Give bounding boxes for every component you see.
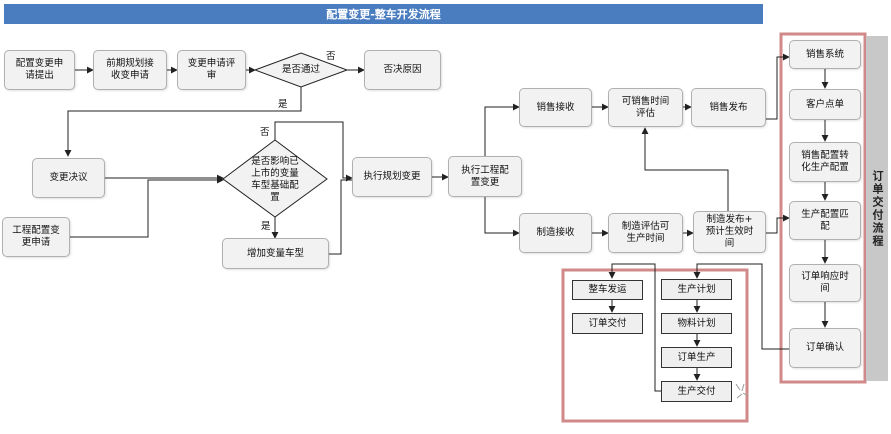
material-plan-node: 物料计划 (661, 313, 732, 334)
config-request-node: 配置变更申 请提出 (4, 50, 75, 90)
yes-label-1: 是 (278, 99, 288, 110)
vehicle-ship-node: 整车发运 (572, 280, 643, 300)
mfg-eval-node: 制造评估可 生产时间 (608, 213, 683, 253)
affect-check-diamond (222, 139, 328, 218)
order-production-node: 订单生产 (661, 347, 732, 368)
order-delivery-frame (779, 32, 867, 384)
no-label-1: 否 (326, 51, 336, 62)
eng-config-request-node: 工程配置变 更申请 (2, 217, 70, 257)
resize-handle-icon (735, 383, 749, 399)
sales-system-node: 销售系统 (789, 40, 861, 69)
sales-release-node: 销售发布 (691, 88, 766, 127)
add-variant-node: 增加变量车型 (222, 238, 329, 269)
no-label-2: 否 (260, 127, 270, 138)
change-review-node: 变更申请评 审 (177, 50, 246, 90)
pre-plan-receive-node: 前期规划接 收变申请 (93, 50, 167, 90)
prod-config-match-node: 生产配置匹 配 (789, 201, 861, 240)
sales-config-convert-node: 销售配置转 化生产配置 (789, 142, 861, 182)
exec-plan-change-node: 执行规划变更 (352, 157, 432, 197)
sales-receive-node: 销售接收 (519, 88, 592, 127)
exec-eng-change-node: 执行工程配 置变更 (448, 156, 522, 197)
change-decision-node: 变更决议 (32, 158, 105, 198)
reject-reason-node: 否决原因 (364, 50, 441, 90)
production-plan-node: 生产计划 (661, 279, 732, 300)
mfg-release-node: 制造发布+ 预计生效时 间 (693, 211, 766, 253)
mfg-receive-node: 制造接收 (519, 213, 592, 253)
diagram-title: 配置变更-整车开发流程 (4, 4, 763, 24)
production-delivery-node: 生产交付 (661, 381, 732, 402)
order-delivery-flow-label: 订单交付流程 (866, 36, 888, 381)
pass-check-diamond (253, 52, 349, 88)
pass-check-label: 是否通过 (281, 64, 320, 75)
affect-check-label: 是否影响已 上市的变量 车型基础配 置 (251, 156, 299, 203)
customer-order-node: 客户点单 (789, 89, 861, 120)
order-delivery-node: 订单交付 (572, 313, 643, 334)
order-response-time-node: 订单响应时 间 (789, 264, 861, 302)
sellable-time-node: 可销售时间 评估 (608, 88, 683, 127)
order-confirm-node: 订单确认 (789, 328, 861, 368)
yes-label-2: 是 (261, 221, 271, 232)
